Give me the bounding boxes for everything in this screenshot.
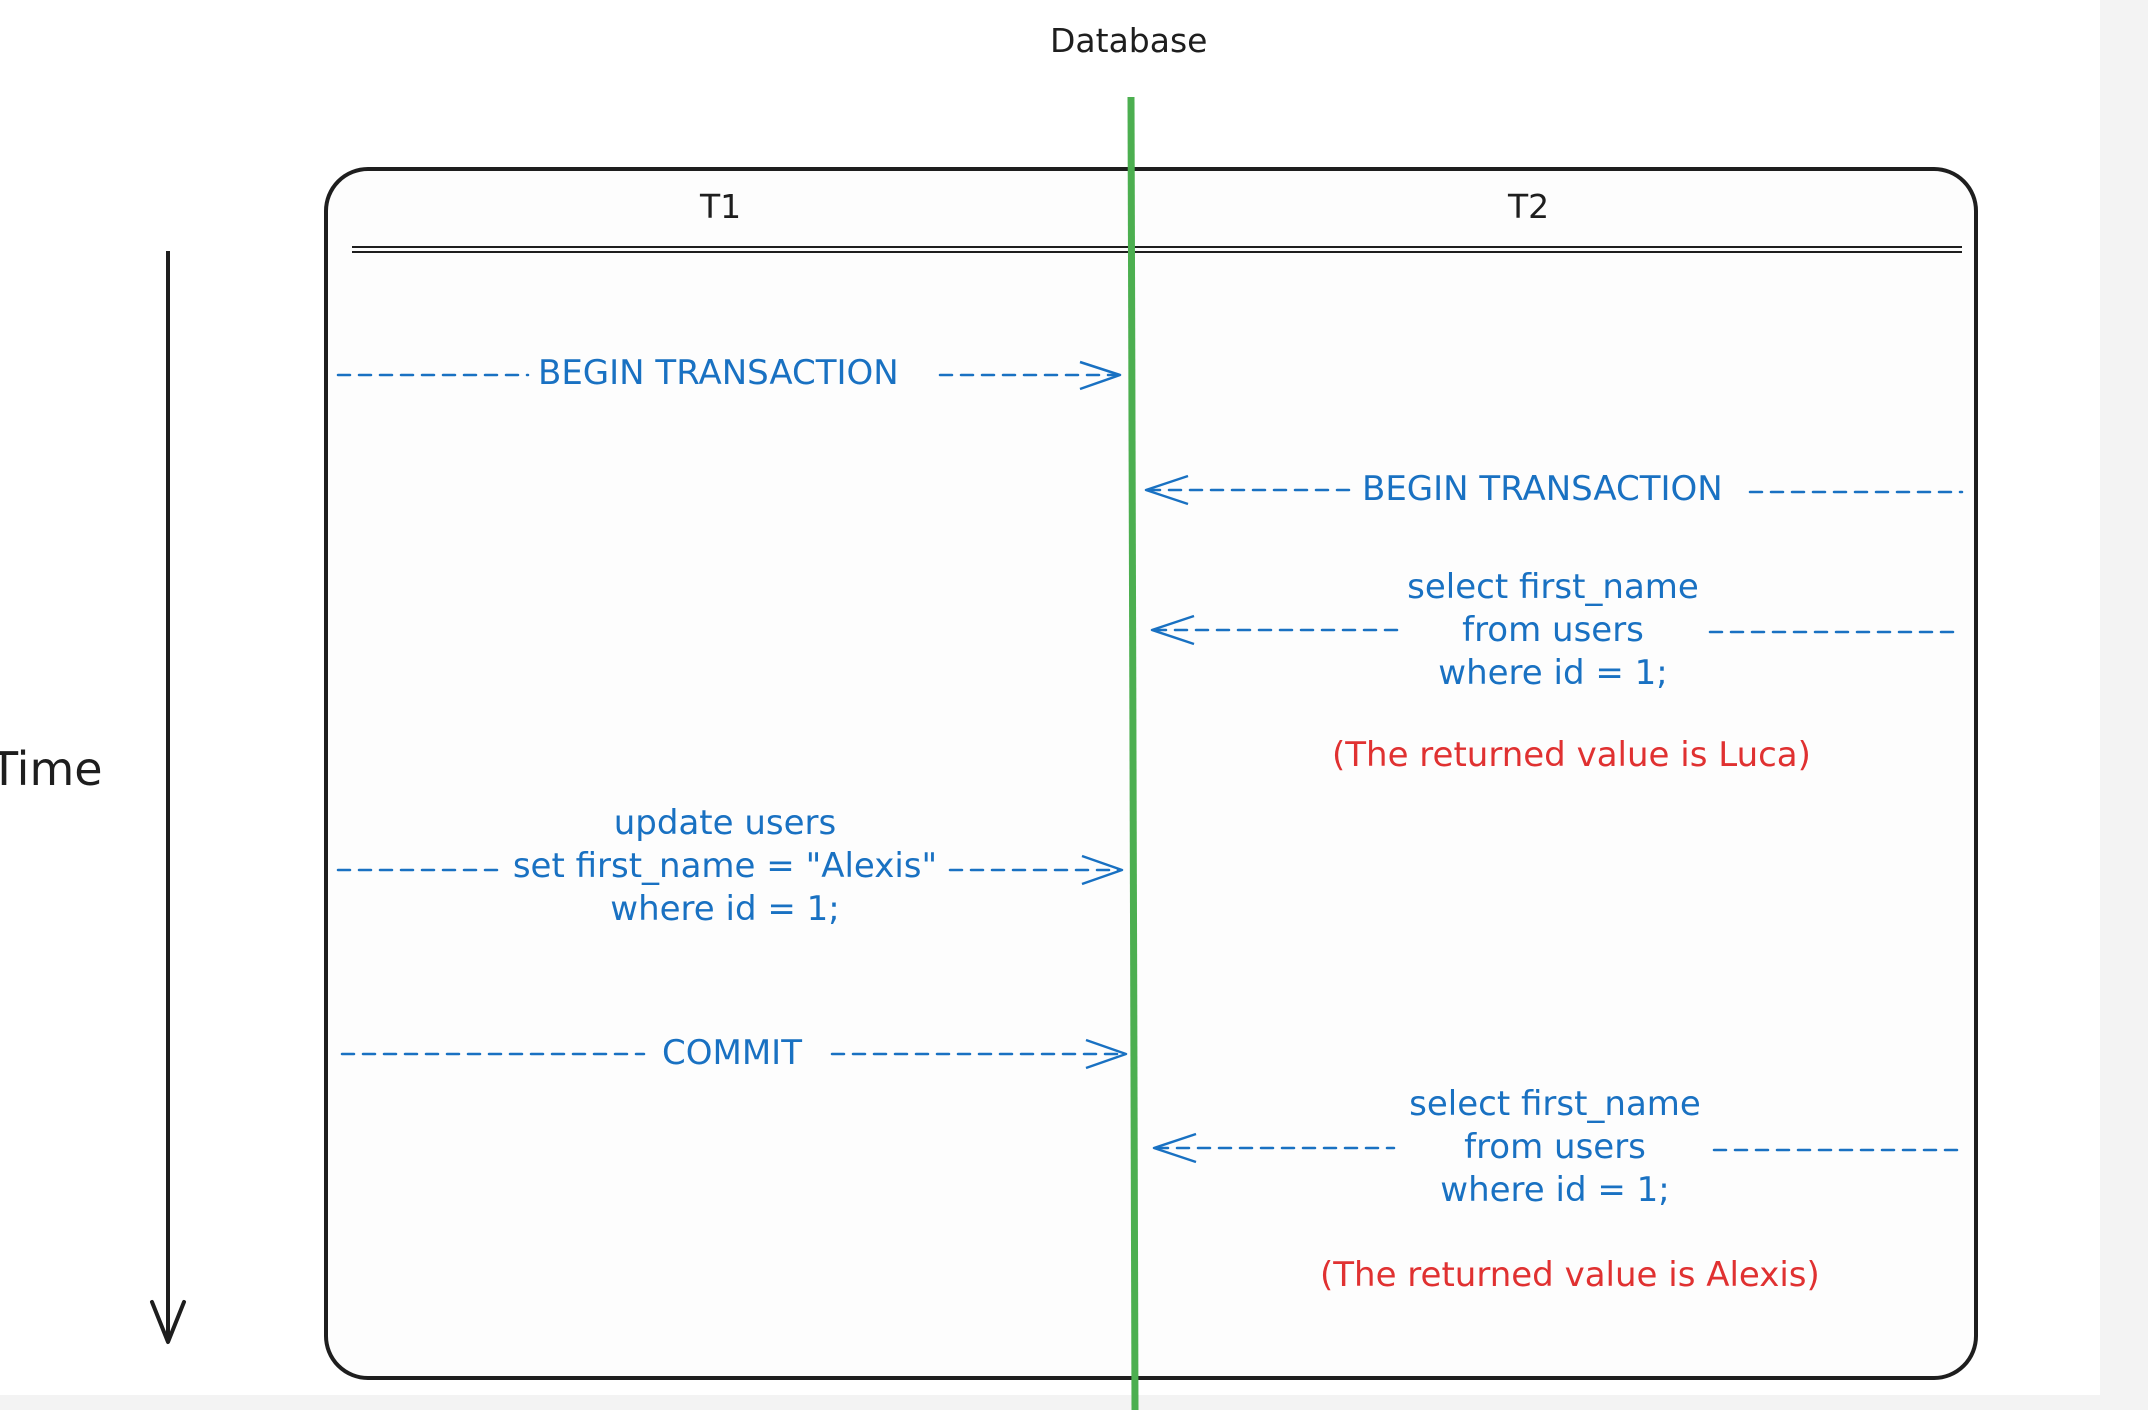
t2-result-2: (The returned value is Alexis)	[1320, 1255, 1820, 1295]
t2-select-1-line-1: select first_name	[1407, 567, 1699, 607]
t2-select-2-arrowhead-icon	[1152, 1132, 1197, 1164]
column-header-t2: T2	[1508, 187, 1550, 226]
t2-select-2-line-2: from users	[1464, 1127, 1646, 1167]
t2-select-1-arrow	[1152, 628, 1958, 634]
t1-commit-arrowhead-icon	[1085, 1038, 1128, 1070]
t2-select-1-statement: select first_name from users where id = …	[1400, 566, 1706, 695]
time-label: Time	[0, 742, 103, 796]
t2-begin-label: BEGIN TRANSACTION	[1362, 469, 1723, 509]
t2-begin-arrow	[1146, 488, 1964, 494]
bottom-band	[0, 1395, 2148, 1410]
t2-select-2-line-1: select first_name	[1409, 1084, 1701, 1124]
database-label: Database	[1050, 21, 1208, 60]
t1-update-line-1: update users	[613, 803, 837, 843]
t2-begin-arrowhead-icon	[1144, 474, 1189, 506]
t1-begin-arrowhead-icon	[1079, 360, 1122, 391]
column-header-t1: T1	[700, 187, 742, 226]
t2-select-1-line-2: from users	[1462, 610, 1644, 650]
t1-commit-label: COMMIT	[662, 1033, 802, 1073]
t2-select-2-arrow	[1154, 1146, 1964, 1152]
right-band	[2100, 0, 2148, 1410]
time-arrowhead-icon	[150, 1300, 186, 1344]
transaction-frame	[324, 167, 1978, 1380]
t2-select-2-line-3: where id = 1;	[1440, 1170, 1670, 1210]
database-lifeline	[1127, 96, 1139, 1410]
t2-select-1-arrowhead-icon	[1150, 614, 1195, 646]
t2-result-1: (The returned value is Luca)	[1332, 735, 1811, 775]
t1-begin-label: BEGIN TRANSACTION	[538, 353, 899, 393]
t2-select-2-statement: select first_name from users where id = …	[1402, 1083, 1708, 1212]
t2-select-1-line-3: where id = 1;	[1438, 653, 1668, 693]
t1-update-line-3: where id = 1;	[610, 889, 840, 929]
t1-update-statement: update users set first_name = "Alexis" w…	[505, 802, 945, 931]
t1-update-line-2: set first_name = "Alexis"	[512, 846, 938, 886]
t1-update-arrowhead-icon	[1081, 854, 1124, 886]
